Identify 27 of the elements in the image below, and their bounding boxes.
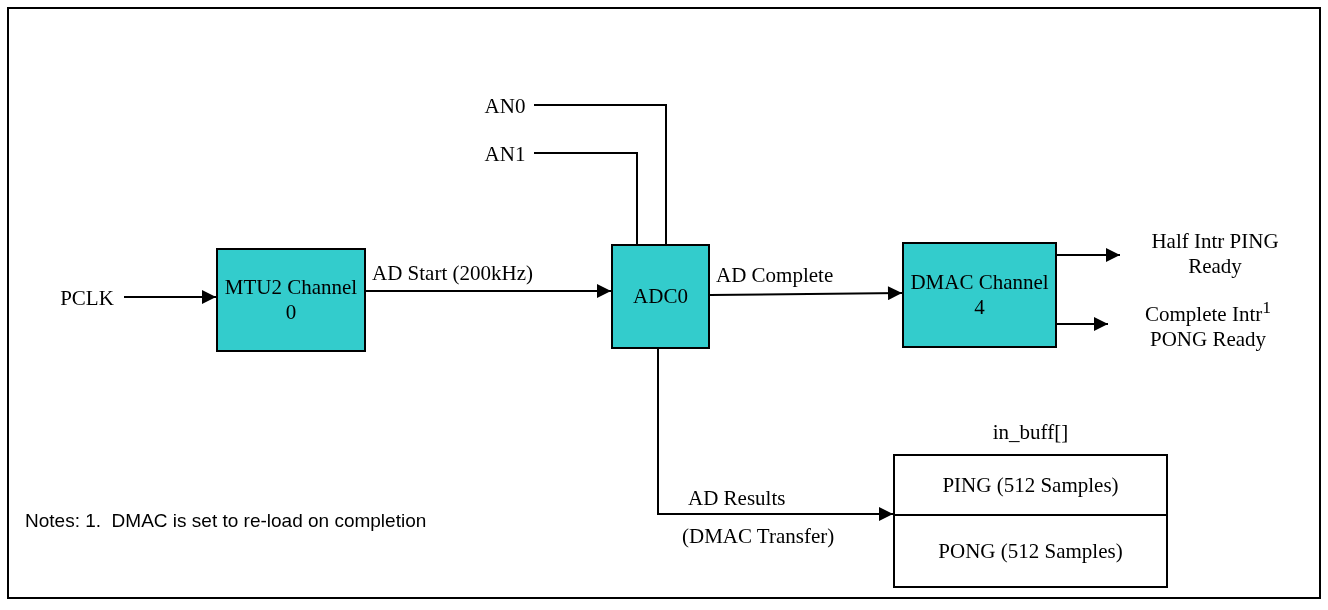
arrow <box>709 286 903 301</box>
timer-box <box>216 248 366 352</box>
signal-label: AN0 <box>476 92 534 120</box>
arrow <box>365 284 612 298</box>
edge-label: AD Results <box>688 486 786 510</box>
signal-label: AN1 <box>476 140 534 168</box>
arrow <box>1056 317 1109 331</box>
connector-line <box>533 152 638 245</box>
edge-label: AD Start (200kHz) <box>372 261 533 285</box>
signal-label: PCLK <box>50 284 124 312</box>
arrow <box>1056 248 1121 262</box>
output-label: Half Intr PING Ready <box>1120 228 1310 280</box>
adc-box <box>611 244 710 349</box>
edge-label: AD Complete <box>716 263 834 287</box>
buffer-half: PONG (512 Samples) <box>895 516 1166 586</box>
dmac-box <box>902 242 1057 348</box>
arrow <box>123 290 217 304</box>
box-label: MTU2 Channel 0 <box>223 275 359 325</box>
box-label: ADC0 <box>633 284 688 309</box>
buffer-half: PING (512 Samples) <box>895 456 1166 516</box>
footnote: Notes: 1. DMAC is set to re-load on completion <box>25 509 427 533</box>
box-label: DMAC Channel 4 <box>909 270 1050 320</box>
arrow <box>657 348 894 521</box>
edge-note: (DMAC Transfer) <box>682 524 835 548</box>
connector-line <box>533 104 667 245</box>
output-label: Complete Intr$^{1}$ PONG Ready <box>1108 296 1308 350</box>
buffer-name: in_buff[] <box>991 420 1070 444</box>
